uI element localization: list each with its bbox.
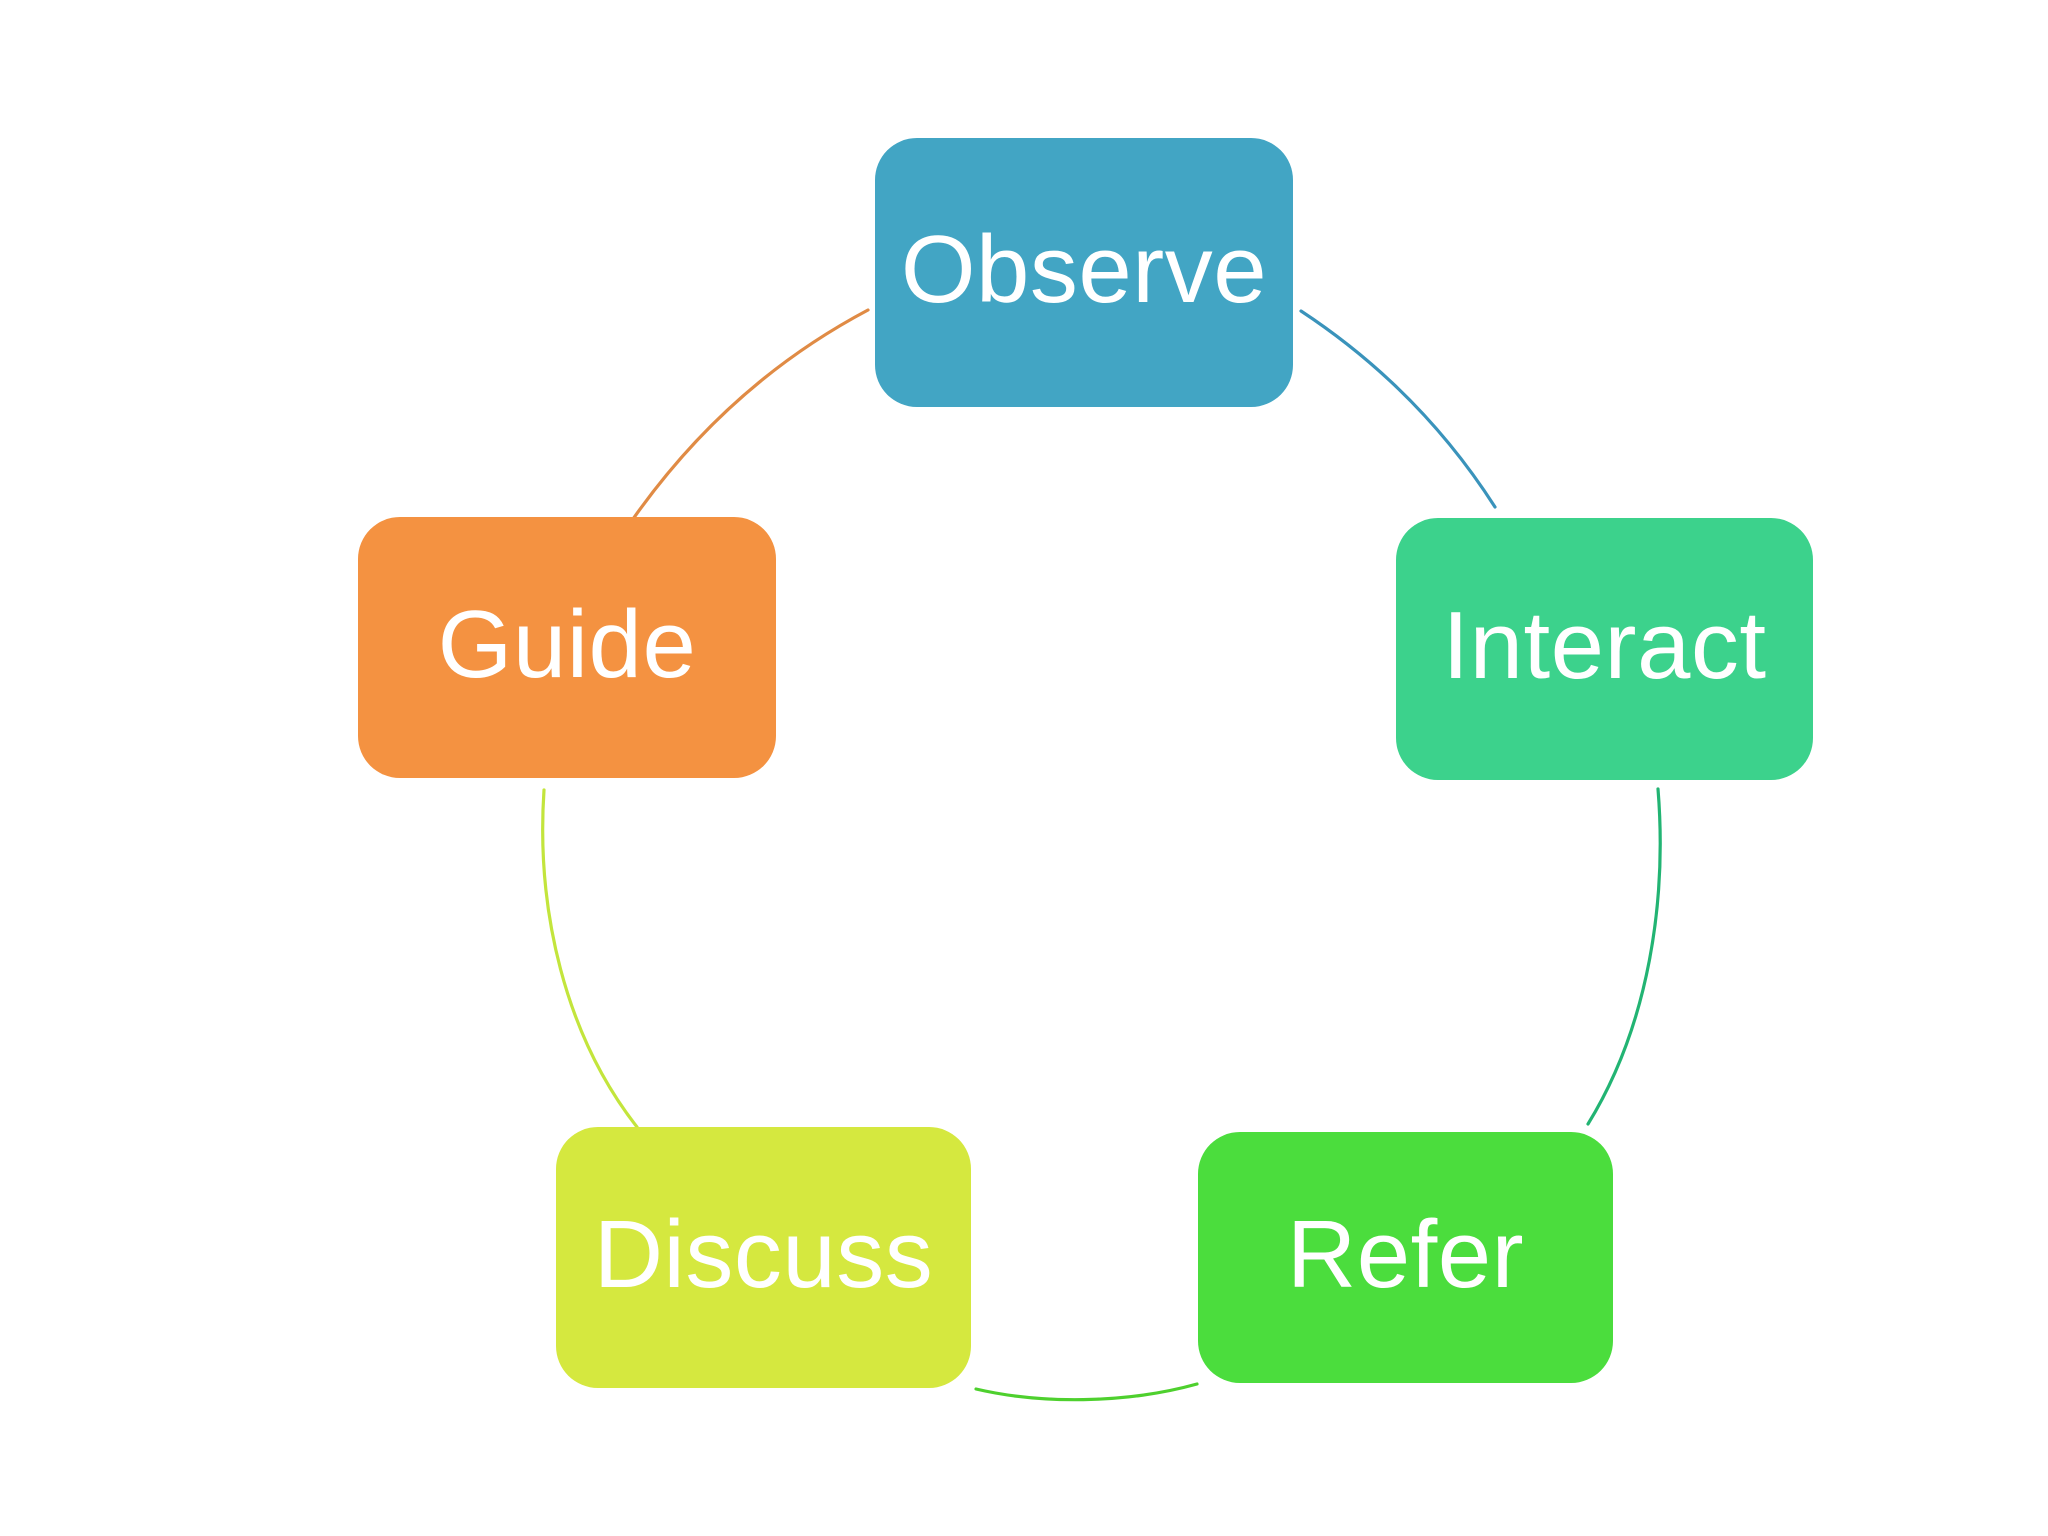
cycle-node-refer-label: Refer bbox=[1286, 1200, 1525, 1308]
connector-observe-to-interact bbox=[1299, 309, 1497, 509]
cycle-node-discuss-label: Discuss bbox=[593, 1200, 934, 1308]
cycle-node-observe[interactable]: Observe bbox=[875, 138, 1293, 407]
connector-refer-to-discuss bbox=[974, 1382, 1199, 1402]
cycle-node-guide-label: Guide bbox=[437, 590, 697, 698]
cycle-node-refer[interactable]: Refer bbox=[1198, 1132, 1613, 1383]
cycle-node-guide[interactable]: Guide bbox=[358, 517, 776, 778]
connector-guide-to-observe bbox=[631, 308, 870, 521]
cycle-node-interact[interactable]: Interact bbox=[1396, 518, 1813, 780]
connector-interact-to-refer bbox=[1586, 787, 1662, 1126]
cycle-node-interact-label: Interact bbox=[1442, 592, 1767, 699]
cycle-node-observe-label: Observe bbox=[900, 215, 1268, 323]
cycle-node-discuss[interactable]: Discuss bbox=[556, 1127, 971, 1388]
connector-discuss-to-guide bbox=[541, 788, 639, 1129]
